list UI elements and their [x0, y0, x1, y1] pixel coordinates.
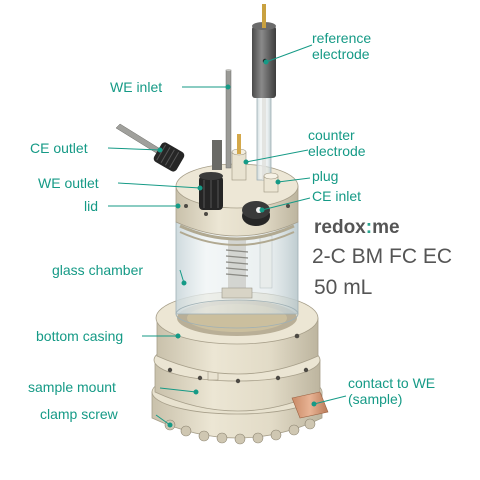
label-lid: lid	[84, 198, 99, 214]
copper-contact	[291, 391, 329, 419]
counter-electrode-shape	[212, 134, 247, 181]
label-counter-electrode-line2: electrode	[308, 143, 366, 159]
label-ce-outlet: CE outlet	[30, 140, 88, 156]
we-outlet-cap	[199, 172, 223, 210]
ce-inlet-cap	[242, 201, 270, 226]
label-reference-electrode-line2: electrode	[312, 46, 370, 62]
label-clamp-screw: clamp screw	[40, 406, 118, 422]
label-contact-to-we: contact to WE (sample)	[348, 375, 435, 407]
reference-electrode-shape	[252, 4, 276, 181]
label-counter-electrode-line1: counter	[308, 127, 355, 143]
cell-volume: 50 mL	[314, 276, 373, 299]
label-we-outlet: WE outlet	[38, 175, 99, 191]
label-counter-electrode: counter electrode	[308, 127, 366, 159]
label-reference-electrode-line1: reference	[312, 30, 372, 46]
label-we-inlet: WE inlet	[110, 79, 163, 95]
we-inlet-tube-shape	[225, 69, 232, 169]
model-name: 2-C BM FC EC	[312, 245, 453, 268]
label-reference-electrode: reference electrode	[312, 30, 371, 62]
label-contact-to-we-line1: contact to WE	[348, 375, 436, 391]
label-contact-to-we-line2: (sample)	[348, 391, 403, 407]
label-bottom-casing: bottom casing	[36, 328, 124, 344]
base-assembly	[151, 291, 329, 445]
label-glass-chamber: glass chamber	[52, 262, 144, 278]
brand-logo-suffix: me	[372, 217, 400, 238]
leader-lines	[107, 44, 347, 428]
brand-logo: redox:me	[314, 217, 400, 239]
label-plug: plug	[312, 168, 339, 184]
clamp-screw-heads	[164, 418, 316, 445]
label-ce-inlet: CE inlet	[312, 188, 362, 204]
brand-logo-prefix: redox	[314, 217, 366, 238]
label-sample-mount: sample mount	[28, 379, 116, 395]
brand-logo-mark: :	[365, 217, 373, 238]
